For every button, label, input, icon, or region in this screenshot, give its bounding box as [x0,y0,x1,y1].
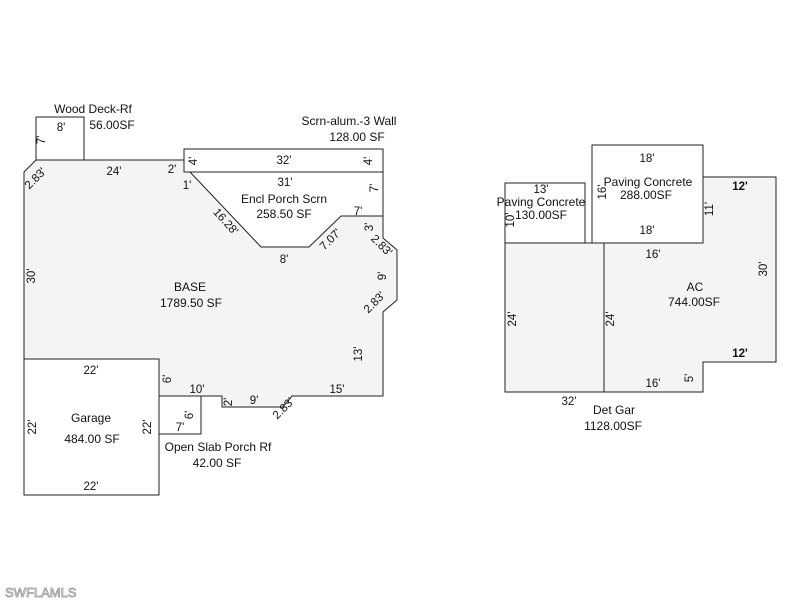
open-slab-sf: 42.00 SF [193,456,242,470]
dim-base-30: 30' [26,269,38,284]
paving-large-outline [591,144,704,244]
dim-base-2: 2' [168,164,177,176]
dim-paving-large-18-top: 18' [640,153,655,165]
dim-encl-7-top: 7' [354,206,363,218]
paving-small-sf: 130.00SF [515,208,567,222]
dim-ac-16-bottom: 16' [646,378,661,390]
dim-paving-small-13: 13' [534,184,549,196]
det-gar-name: Det Gar [593,403,635,417]
screen-wall-name: Scrn-alum.-3 Wall [302,114,397,128]
dim-garage-6: 6' [162,375,174,384]
screen-wall-outline [183,148,384,173]
dim-det-gar-24: 24' [507,312,519,327]
dim-garage-22-right: 22' [142,420,154,435]
open-slab-outline [158,395,202,435]
paving-small-name: Paving Concrete [497,195,586,209]
dim-deck-top: 8' [57,122,66,134]
dim-scr-4-left: 4' [188,157,200,166]
paving-small-outline [504,182,586,244]
dim-scr-32: 32' [277,155,292,167]
det-gar-sf: 1128.00SF [584,419,642,433]
dim-paving-large-16: 16' [597,185,609,200]
wood-deck-outline [35,116,85,161]
dim-deck-side: 7' [36,136,48,145]
dim-ac-12-bottom: 12' [732,348,748,360]
dim-base-bottom-15: 15' [330,384,345,396]
base-sf: 1789.50 SF [160,296,222,310]
ac-sf: 744.00SF [668,295,720,309]
dim-encl-31: 31' [278,177,293,189]
dim-garage-22-top: 22' [84,365,99,377]
dim-ac-12-top: 12' [732,181,748,193]
det-gar-outline [504,242,606,393]
dim-scr-4-right: 4' [363,157,375,166]
dim-det-gar-32: 32' [562,396,577,408]
ac-name: AC [687,280,704,294]
watermark-text: SWFLAMLS [5,585,77,600]
dim-garage-22-left: 22' [27,420,39,435]
garage-outline [23,358,160,496]
garage-name: Garage [71,411,111,425]
dim-paving-large-18-bottom: 18' [640,225,655,237]
paving-large-sf: 288.00SF [620,188,672,202]
screen-wall-sf: 128.00 SF [329,130,384,144]
encl-porch-sf: 258.50 SF [256,207,311,221]
dim-slab-7: 7' [176,422,185,434]
dim-base-bottom-2: 2' [223,398,235,407]
wood-deck-name: Wood Deck-Rf [54,102,132,116]
dim-paving-small-10: 10' [505,213,517,228]
dim-slab-6: 6' [184,411,196,420]
dim-ac-30: 30' [758,262,770,277]
encl-porch-name: Encl Porch Scrn [241,192,327,206]
dim-base-right-9: 9' [377,272,389,281]
paving-large-name: Paving Concrete [604,175,693,189]
dim-ac-16-top: 16' [646,249,661,261]
base-name: BASE [174,280,206,294]
dim-ac-5: 5' [684,374,696,383]
dim-encl-3: 3' [364,223,376,232]
dim-ac-11: 11' [704,202,716,216]
dim-encl-7-side: 7' [369,184,381,193]
dim-encl-1: 1' [183,180,192,192]
dim-garage-22-bottom: 22' [84,481,99,493]
dim-base-bottom-10: 10' [190,384,205,396]
dim-encl-8: 8' [280,254,289,266]
garage-sf: 484.00 SF [64,432,119,446]
dim-base-bottom-9: 9' [250,395,259,407]
dim-ac-24: 24' [605,312,617,327]
open-slab-name: Open Slab Porch Rf [165,440,272,454]
wood-deck-sf: 56.00SF [89,118,134,132]
dim-base-right-13: 13' [353,347,365,362]
dim-base-24: 24' [107,166,122,178]
